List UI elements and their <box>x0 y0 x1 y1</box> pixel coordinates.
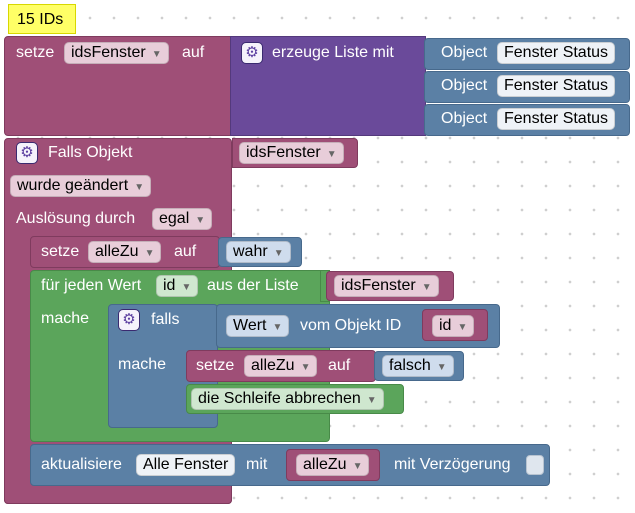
foreach-var-dropdown[interactable]: id ▼ <box>156 275 199 297</box>
trigger-source-dropdown[interactable]: egal ▼ <box>152 208 213 230</box>
comment-bubble[interactable]: 15 IDs <box>8 4 76 34</box>
object-label-1: Object <box>441 44 488 61</box>
bool-dropdown-false[interactable]: falsch ▼ <box>382 355 454 377</box>
delay-checkbox[interactable] <box>526 455 544 475</box>
set-false-suffix: auf <box>328 357 351 374</box>
foreach-middle: aus der Liste <box>207 277 299 294</box>
update-target-label: Alle Fenster <box>143 456 229 473</box>
object-label-3: Object <box>441 110 488 127</box>
object-field-1[interactable]: Fenster Status <box>497 42 616 64</box>
update-with-label: mit <box>246 456 268 473</box>
chevron-down-icon: ▼ <box>421 282 432 293</box>
from-object-label: vom Objekt ID <box>300 317 402 334</box>
bool-dropdown-true[interactable]: wahr ▼ <box>226 241 291 263</box>
foreach-list-dropdown[interactable]: idsFenster ▼ <box>334 275 439 297</box>
object-value-3: Fenster Status <box>504 110 609 127</box>
chevron-down-icon: ▼ <box>352 461 363 472</box>
create-list-label: erzeuge Liste mit <box>272 44 394 61</box>
comment-text: 15 IDs <box>17 11 64 28</box>
chevron-down-icon: ▼ <box>151 49 162 60</box>
foreach-do-label: mache <box>41 310 90 327</box>
chevron-down-icon: ▼ <box>457 322 468 333</box>
update-var-dropdown[interactable]: alleZu ▼ <box>296 454 370 476</box>
foreach-prefix: für jeden Wert <box>41 277 142 294</box>
trigger-block-bottom <box>4 488 232 504</box>
foreach-list-label: idsFenster <box>341 277 416 294</box>
set-false-prefix: setze <box>196 357 235 374</box>
set-allezu-suffix: auf <box>174 243 197 260</box>
object-field-2[interactable]: Fenster Status <box>497 75 616 97</box>
value-dropdown[interactable]: Wert ▼ <box>226 315 290 337</box>
bool-true-label: wahr <box>233 243 268 260</box>
trigger-source-value: egal <box>159 210 190 227</box>
chevron-down-icon: ▼ <box>134 182 145 193</box>
chevron-down-icon: ▼ <box>144 248 155 259</box>
var-dropdown-allezu-2[interactable]: alleZu ▼ <box>244 355 318 377</box>
break-loop-label: die Schleife abbrechen <box>198 390 361 407</box>
chevron-down-icon: ▼ <box>326 149 337 160</box>
chevron-down-icon: ▼ <box>195 215 206 226</box>
value-label: Wert <box>233 317 267 334</box>
if-label: falls <box>151 311 180 328</box>
bool-false-label: falsch <box>389 357 431 374</box>
id-var-label: id <box>439 317 452 334</box>
break-loop-dropdown[interactable]: die Schleife abbrechen ▼ <box>191 388 384 410</box>
chevron-down-icon: ▼ <box>181 282 192 293</box>
object-field-3[interactable]: Fenster Status <box>497 108 616 130</box>
gear-icon[interactable]: ⚙ <box>16 142 38 164</box>
update-target-field[interactable]: Alle Fenster <box>136 454 236 476</box>
trigger-source-label: Auslösung durch <box>16 210 136 227</box>
object-value-2: Fenster Status <box>504 77 609 94</box>
condition-dropdown[interactable]: wurde geändert ▼ <box>10 175 152 197</box>
chevron-down-icon: ▼ <box>300 362 311 373</box>
set-allezu-prefix: setze <box>41 243 80 260</box>
id-var-dropdown[interactable]: id ▼ <box>432 315 475 337</box>
chevron-down-icon: ▼ <box>366 395 377 406</box>
trigger-label: Falls Objekt <box>48 144 133 161</box>
set-prefix: setze <box>16 44 55 61</box>
allezu-var-label-2: alleZu <box>251 357 295 374</box>
var-dropdown-allezu[interactable]: alleZu ▼ <box>88 241 162 263</box>
var-dropdown-idsfenster[interactable]: idsFenster ▼ <box>64 42 169 64</box>
chevron-down-icon: ▼ <box>273 248 284 259</box>
object-label-2: Object <box>441 77 488 94</box>
update-delay-label: mit Verzögerung <box>394 456 511 473</box>
gear-icon[interactable]: ⚙ <box>118 309 140 331</box>
condition-label: wurde geändert <box>17 177 129 194</box>
chevron-down-icon: ▼ <box>436 362 447 373</box>
var-label: idsFenster <box>71 44 146 61</box>
update-prefix: aktualisiere <box>41 456 122 473</box>
foreach-var-label: id <box>163 277 176 294</box>
if-do-label: mache <box>118 356 167 373</box>
allezu-var-label: alleZu <box>95 243 139 260</box>
update-var-label: alleZu <box>303 456 347 473</box>
var-dropdown-trigger[interactable]: idsFenster ▼ <box>239 142 344 164</box>
object-value-1: Fenster Status <box>504 44 609 61</box>
set-suffix: auf <box>182 44 205 61</box>
chevron-down-icon: ▼ <box>272 322 283 333</box>
gear-icon[interactable]: ⚙ <box>241 42 263 64</box>
trigger-var-label: idsFenster <box>246 144 321 161</box>
